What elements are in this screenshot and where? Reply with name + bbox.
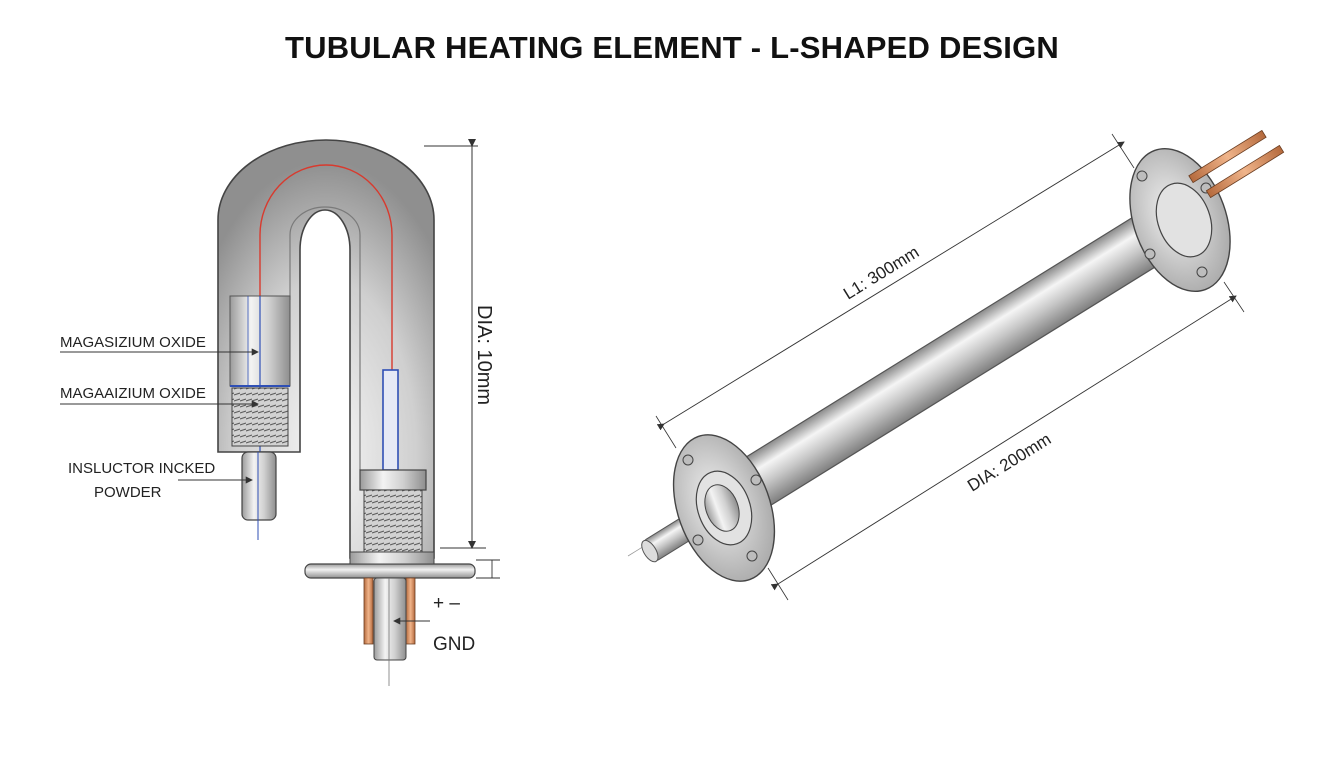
main-rod bbox=[704, 191, 1203, 529]
terminal-labels: + – GND bbox=[393, 593, 475, 655]
l-shaped-element bbox=[217, 139, 476, 686]
dimension-label-dia-200: DIA: 200mm bbox=[964, 429, 1054, 495]
insulation-section-right bbox=[382, 369, 399, 471]
copper-terminal-right-2 bbox=[1205, 144, 1285, 199]
callout-insulator-line-2: POWDER bbox=[94, 484, 162, 501]
polarity-label: + – bbox=[433, 593, 460, 614]
callout-insulator-line-1: INSLUCTOR INCKED bbox=[68, 460, 215, 477]
callout-magnesium-oxide-2: MAGAAIZIUM OXIDE bbox=[60, 385, 206, 402]
coupling-right bbox=[359, 469, 427, 491]
sheath-outer bbox=[217, 139, 435, 559]
terminal-copper-1 bbox=[363, 577, 374, 645]
terminal-ground-pin bbox=[373, 577, 407, 661]
bend-inner-edge bbox=[289, 206, 361, 470]
flange-right bbox=[1129, 148, 1231, 292]
straight-element-isometric bbox=[627, 129, 1285, 582]
dimension-label-dia-10: DIA: 10mm bbox=[473, 305, 495, 405]
copper-terminal-right-1 bbox=[1188, 129, 1267, 184]
mounting-flange bbox=[304, 563, 476, 579]
flange-left bbox=[672, 434, 776, 582]
threaded-section-left bbox=[231, 387, 289, 447]
heating-wire bbox=[259, 164, 393, 372]
callouts-left: MAGASIZIUM OXIDE MAGAAIZIUM OXIDE INSLUC… bbox=[60, 334, 259, 501]
dimension-height: DIA: 10mm bbox=[424, 139, 500, 579]
callout-magnesium-oxide-1: MAGASIZIUM OXIDE bbox=[60, 334, 206, 351]
terminal-copper-2 bbox=[405, 577, 416, 645]
threaded-section-right bbox=[363, 489, 423, 553]
terminal-pin-left bbox=[241, 451, 277, 521]
diagram-title: TUBULAR HEATING ELEMENT - L-SHAPED DESIG… bbox=[284, 30, 1059, 65]
ground-label: GND bbox=[433, 634, 475, 655]
